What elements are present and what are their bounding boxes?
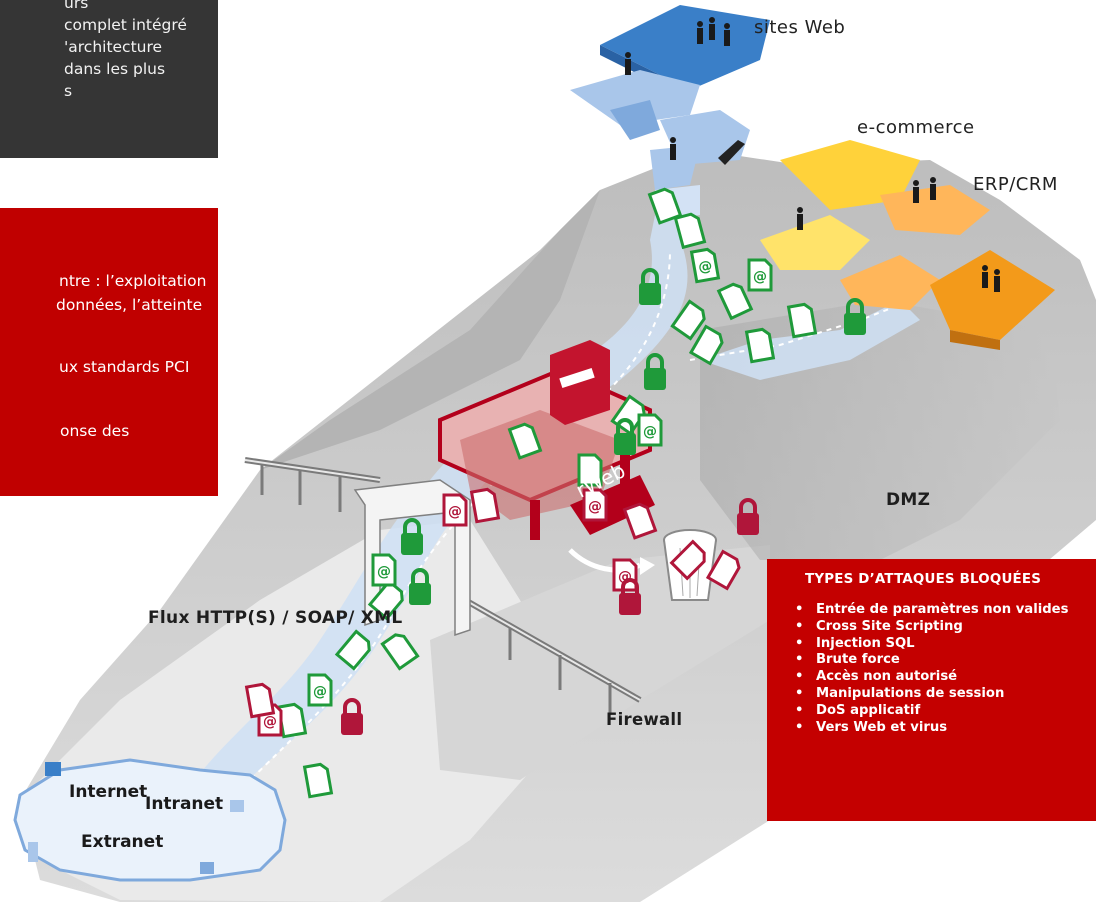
svg-text:@: @ [697,258,714,276]
benefits-text-panel: ntre : l’exploitation données, l’atteint… [0,208,218,496]
document-icon [367,579,404,621]
mail-icon: @ [307,673,333,707]
blocked-attacks-panel: TYPES D’ATTAQUES BLOQUÉES Entrée de para… [767,559,1096,821]
lock-icon [409,568,431,605]
attack-item: Injection SQL [795,636,1095,653]
intro-text-panel: urs complet intégré 'architecture dans l… [0,0,218,158]
mail-icon: @ [371,553,397,587]
document-icon [577,453,603,487]
intro-line-4: dans les plus [64,60,166,78]
label-intranet: Intranet [145,794,224,814]
document-icon [670,299,706,341]
railings [244,457,642,715]
lock-icon [341,698,363,735]
document-icon [507,422,543,460]
label-sites-web: sites Web [754,17,846,38]
attack-item: DoS applicatif [795,703,1095,720]
svg-text:@: @ [263,714,277,730]
label-ecommerce: e-commerce [857,117,975,138]
intro-line-2: complet intégré [64,16,187,34]
svg-text:@: @ [588,499,602,515]
svg-text:@: @ [753,269,767,285]
document-icon [688,324,724,366]
mail-icon: @ [442,493,468,527]
intro-line-1: urs [64,0,89,12]
benefit-line-1: ntre : l’exploitation [59,272,207,290]
document-icon [380,633,420,671]
lock-icon [401,518,423,555]
document-icon [705,549,741,591]
svg-text:@: @ [448,504,462,520]
yellow-orange-platforms [760,140,1055,350]
attack-item: Accès non autorisé [795,669,1095,686]
lock-icon [844,298,866,335]
label-internet: Internet [69,782,148,802]
document-icon [334,629,371,671]
benefit-line-2: données, l’atteinte [56,296,203,314]
benefit-line-3: ux standards PCI [59,358,190,376]
label-extranet: Extranet [81,832,164,852]
label-dmz: DMZ [886,490,931,510]
attack-item: Manipulations de session [795,686,1095,703]
lock-icon [737,498,759,535]
attack-item: Vers Web et virus [795,720,1095,737]
data-icons: @ @ @ @ @ @ @ @ @ [244,187,866,799]
intro-line-5: s [64,82,73,100]
document-icon [276,702,308,739]
document-icon [622,502,658,540]
attack-item: Entrée de paramètres non valides [795,602,1095,619]
svg-text:@: @ [313,684,327,700]
document-icon [786,302,818,339]
mail-icon: @ [582,488,608,522]
document-icon [244,682,276,719]
mail-icon: @ [637,413,663,447]
document-icon [744,327,776,364]
document-icon [302,762,334,799]
label-firewall: Firewall [606,710,683,729]
lock-icon [614,418,636,455]
mail-icon: @ [612,558,638,592]
svg-text:@: @ [377,564,391,580]
blocked-attacks-title: TYPES D’ATTAQUES BLOQUÉES [805,572,1042,587]
lock-icon [644,353,666,390]
people [625,17,1000,292]
intro-line-3: 'architecture [64,38,163,56]
blocked-attacks-list: Entrée de paramètres non valides Cross S… [795,602,1095,736]
attack-item: Brute force [795,652,1095,669]
benefit-line-4: onse des [60,422,130,440]
svg-text:@: @ [643,424,657,440]
attack-item: Cross Site Scripting [795,619,1095,636]
document-icon [647,187,683,225]
mail-icon: @ [747,258,773,292]
label-erp-crm: ERP/CRM [973,174,1058,195]
lock-icon [619,578,641,615]
network-cloud [13,758,287,882]
document-icon [669,539,706,581]
document-icon [469,487,501,524]
lock-icon [639,268,661,305]
mail-icon: @ [689,247,721,284]
document-icon [673,212,707,250]
label-flux: Flux HTTP(S) / SOAP/ XML [148,608,403,628]
document-icon [716,282,754,321]
